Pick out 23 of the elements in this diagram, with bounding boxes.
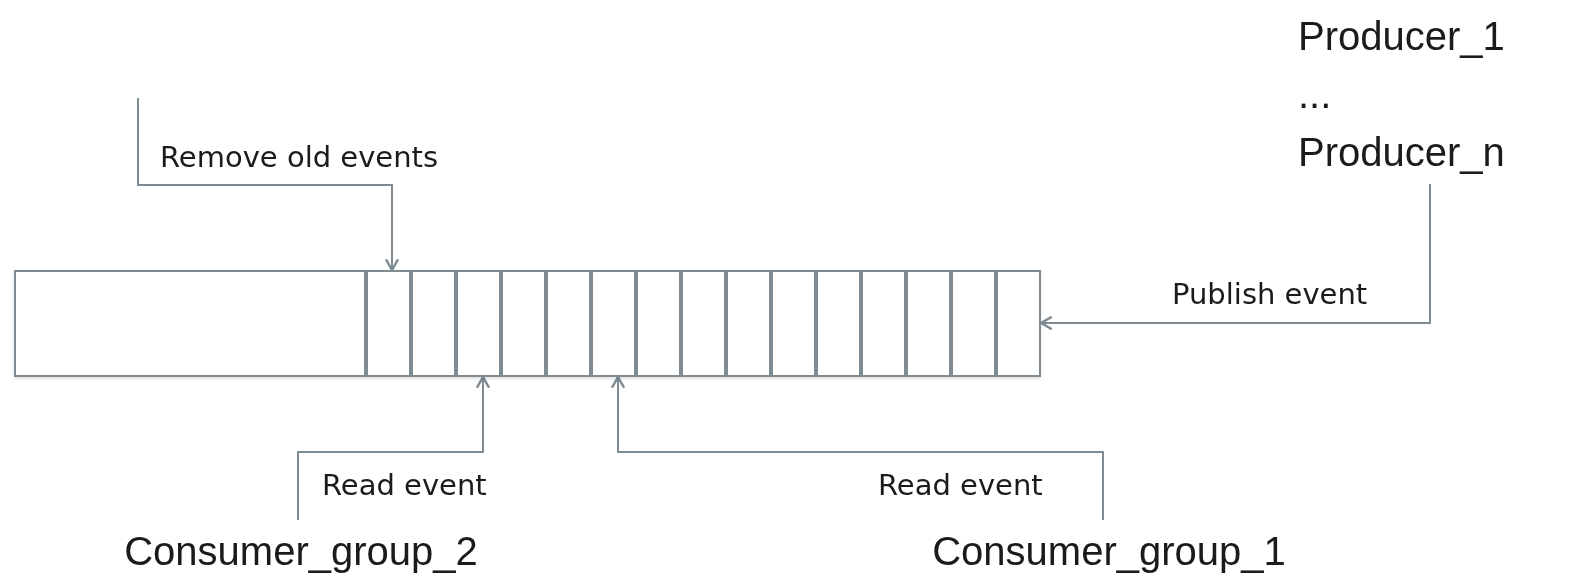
consumer-label: Consumer_group_2 bbox=[124, 528, 478, 575]
event-cell bbox=[951, 270, 996, 377]
arrow bbox=[611, 375, 1104, 521]
event-cell bbox=[681, 270, 726, 377]
event-cell bbox=[816, 270, 861, 377]
arrow bbox=[1039, 183, 1431, 330]
producer-label: ... bbox=[1298, 71, 1332, 118]
event-cell bbox=[726, 270, 771, 377]
event-cell bbox=[411, 270, 456, 377]
arrow bbox=[137, 97, 399, 272]
event-cell bbox=[456, 270, 501, 377]
producer-label: Producer_n bbox=[1298, 129, 1505, 176]
arrow bbox=[297, 375, 490, 521]
event-cell bbox=[501, 270, 546, 377]
producer-label: Producer_1 bbox=[1298, 13, 1505, 60]
consumer-label: Consumer_group_1 bbox=[932, 528, 1286, 575]
event-cell bbox=[636, 270, 681, 377]
event-cell bbox=[366, 270, 411, 377]
event-cell bbox=[591, 270, 636, 377]
event-cell bbox=[906, 270, 951, 377]
event-cell bbox=[771, 270, 816, 377]
event-cell bbox=[546, 270, 591, 377]
event-cell bbox=[861, 270, 906, 377]
